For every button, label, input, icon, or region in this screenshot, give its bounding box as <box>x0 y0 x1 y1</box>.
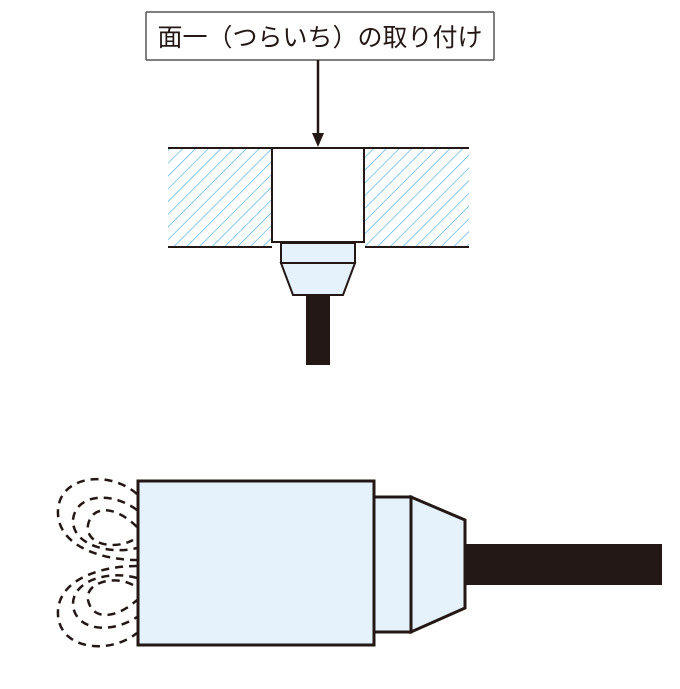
diagram-title: 面一（つらいち）の取り付け <box>157 23 483 52</box>
arrow-down-icon <box>312 60 324 147</box>
sensor-top-view <box>136 479 662 647</box>
sensor-side-view <box>279 242 357 365</box>
title-box <box>145 11 495 61</box>
mounting-plate <box>168 147 469 248</box>
detection-field-lines <box>56 477 138 648</box>
